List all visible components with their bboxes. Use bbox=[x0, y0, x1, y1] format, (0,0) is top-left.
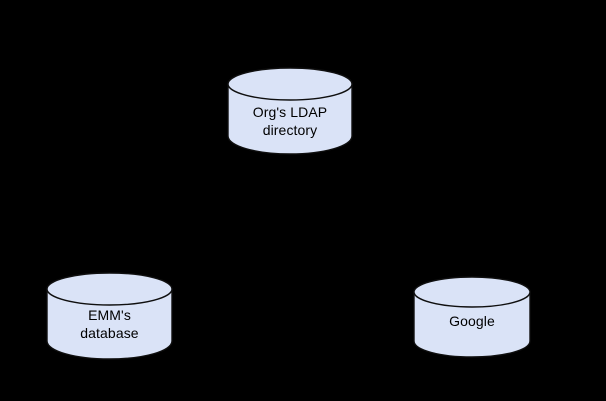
cylinder-icon bbox=[413, 276, 531, 358]
cylinder-icon bbox=[227, 67, 353, 155]
cylinder-icon bbox=[46, 272, 173, 360]
node-google[interactable]: Google bbox=[413, 276, 531, 358]
node-emm-database[interactable]: EMM's database bbox=[46, 272, 173, 360]
node-org-ldap-directory[interactable]: Org's LDAP directory bbox=[227, 67, 353, 155]
